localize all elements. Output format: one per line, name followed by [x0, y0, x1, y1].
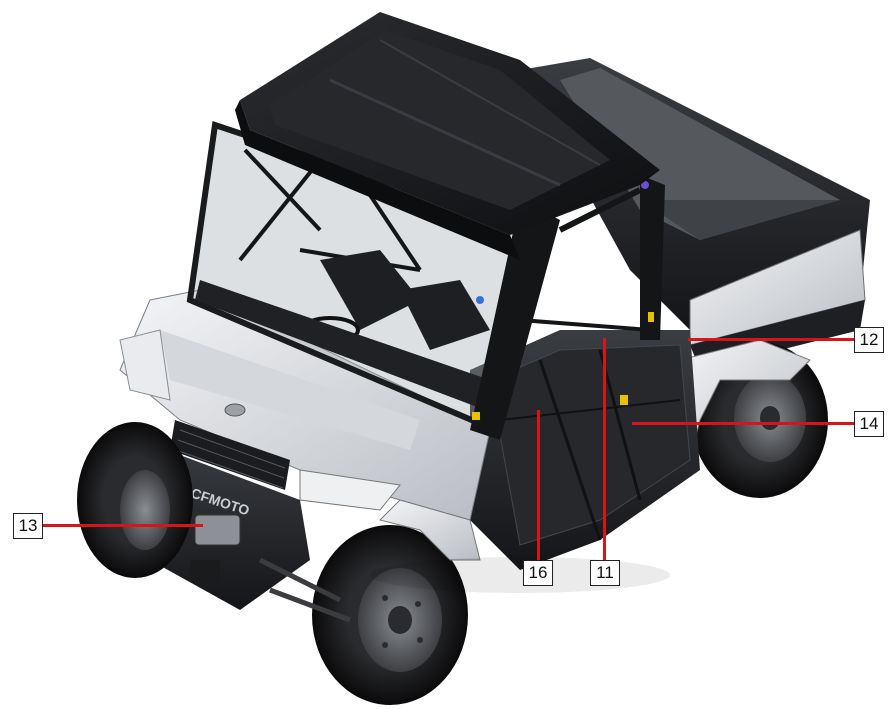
leader-line-14 — [632, 422, 854, 425]
cab — [186, 121, 665, 440]
callout-11: 11 — [590, 560, 620, 586]
leader-line-11 — [603, 338, 606, 560]
callout-13: 13 — [13, 513, 43, 539]
roof — [235, 12, 660, 260]
front-suspension — [258, 557, 351, 623]
callout-14: 14 — [854, 411, 884, 437]
front-fender — [379, 499, 481, 561]
front-right-wheel — [312, 525, 468, 705]
callout-12: 12 — [854, 327, 884, 353]
leader-line-16 — [537, 410, 540, 560]
callout-16: 16 — [523, 560, 553, 586]
leader-line-13 — [43, 524, 203, 527]
winch — [194, 514, 241, 546]
leader-line-12 — [688, 338, 854, 341]
front-left-wheel — [77, 422, 193, 578]
door-area — [470, 330, 700, 570]
